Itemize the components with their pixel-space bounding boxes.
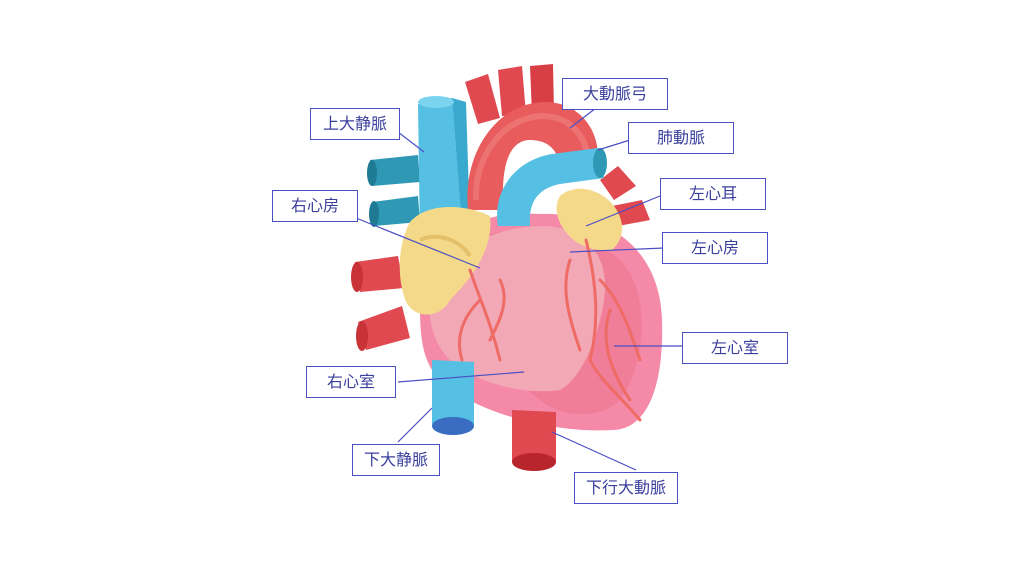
label-left-ventricle: 左心室 xyxy=(682,332,788,364)
right-atrium-shape xyxy=(399,207,491,315)
coronary-vessels xyxy=(458,238,642,422)
label-aortic-arch: 大動脈弓 xyxy=(562,78,668,110)
leader-lines xyxy=(355,107,682,471)
superior-vena-cava-shape xyxy=(367,96,470,240)
descending-aorta-shape xyxy=(512,410,556,471)
left-pulmonary-vessels xyxy=(600,166,650,226)
left-atrium-shape xyxy=(556,188,623,251)
label-pulmonary-artery: 肺動脈 xyxy=(628,122,734,154)
label-right-atrium: 右心房 xyxy=(272,190,358,222)
aortic-branches xyxy=(465,64,554,124)
label-left-atrium: 左心房 xyxy=(662,232,768,264)
label-left-auricle: 左心耳 xyxy=(660,178,766,210)
label-superior-vena-cava: 上大静脈 xyxy=(310,108,400,140)
label-right-ventricle: 右心室 xyxy=(306,366,396,398)
aortic-arch-shape xyxy=(467,101,598,210)
pulmonary-artery-shape xyxy=(497,148,607,226)
inferior-vena-cava-shape xyxy=(432,360,474,435)
label-inferior-vena-cava: 下大静脈 xyxy=(352,444,440,476)
label-descending-aorta: 下行大動脈 xyxy=(574,472,678,504)
right-pulmonary-vessels xyxy=(351,256,410,351)
